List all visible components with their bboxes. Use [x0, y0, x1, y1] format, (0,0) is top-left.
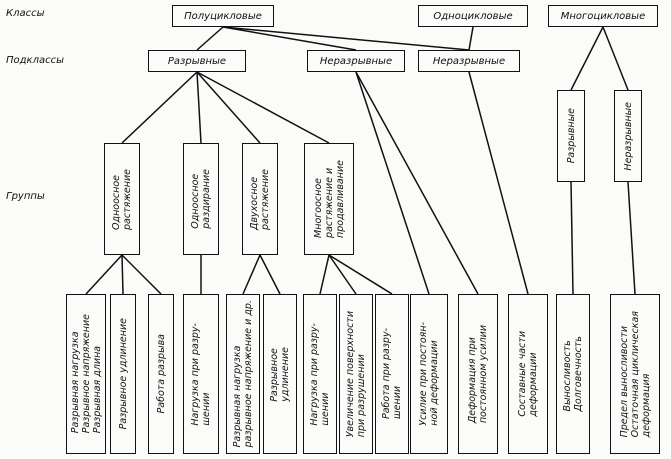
class-single-cyclic: Одноцикловые	[418, 5, 528, 27]
class-semi-cyclic: Полуцикловые	[172, 5, 274, 27]
connector-line	[222, 26, 470, 51]
row-label-classes: Классы	[6, 8, 45, 19]
indicator-force-constant-deformation: Усилие при постоян- ной деформации	[410, 294, 448, 454]
indicator-label: Разрывная нагрузка разрывное напряжение …	[232, 300, 254, 448]
indicator-endurance: Выносливость Долговечность	[556, 294, 590, 454]
group-biaxial-tension: Двухосное растяжение	[242, 143, 278, 255]
indicator-endurance-limit: Предел выносливости Остаточная циклическ…	[610, 294, 660, 454]
indicator-label: Работа разрыва	[155, 334, 167, 414]
class-label: Многоцикловые	[560, 10, 646, 22]
subclass-label: Разрывные	[167, 55, 227, 67]
indicator-label: Разрывное удлинение	[117, 318, 129, 430]
group-label: Одноосное раздирание	[190, 169, 212, 229]
subclass-label: Неразрывные	[622, 101, 634, 171]
connector-line	[85, 254, 123, 295]
subclass-multi-non-breaking: Неразрывные	[614, 90, 642, 182]
subclass-label: Неразрывные	[432, 55, 506, 67]
connector-line	[570, 181, 574, 295]
connector-line	[222, 26, 357, 51]
subclass-single-non-breaking: Неразрывные	[418, 50, 520, 72]
connector-line	[196, 71, 330, 144]
group-label: Двухосное растяжение	[249, 168, 271, 230]
indicator-tear-load: Нагрузка при разру- шении	[183, 294, 219, 454]
connector-line	[196, 26, 224, 51]
indicator-multiaxial-load: Нагрузка при разру- шении	[303, 294, 337, 454]
subclass-breaking: Разрывные	[148, 50, 246, 72]
group-multiaxial-tension: Многоосное растяжение и продавливание	[304, 143, 354, 255]
indicator-label: Предел выносливости Остаточная циклическ…	[618, 310, 652, 438]
indicator-label: Разрывное удлинение	[269, 346, 291, 402]
connector-line	[570, 26, 604, 91]
class-label: Полуцикловые	[184, 10, 262, 22]
row-label-subclasses: Подклассы	[6, 55, 65, 66]
subclass-label: Разрывные	[565, 108, 577, 164]
indicator-deformation-constant-force: Деформация при постоянном усилии	[458, 294, 498, 454]
class-label: Одноцикловые	[433, 10, 513, 22]
connector-line	[355, 71, 479, 295]
indicator-work-of-rupture: Работа разрыва	[148, 294, 174, 454]
connector-line	[196, 71, 202, 144]
connector-line	[242, 254, 261, 295]
connector-line	[627, 181, 636, 295]
indicator-label: Работа при разру- шении	[381, 328, 403, 420]
connector-line	[468, 26, 474, 51]
indicator-surface-increase: Увеличение поверхности при разрушении	[339, 294, 373, 454]
subclass-multi-breaking: Разрывные	[557, 90, 585, 182]
indicator-biaxial-elongation: Разрывное удлинение	[263, 294, 297, 454]
class-multi-cyclic: Многоцикловые	[548, 5, 658, 27]
row-label-groups: Группы	[6, 191, 45, 202]
connector-line	[328, 254, 357, 295]
connector-line	[319, 254, 330, 295]
connector-line	[121, 254, 124, 295]
indicator-breaking-load: Разрывная нагрузка Разрывное напряжение …	[66, 294, 106, 454]
subclass-label: Неразрывные	[319, 55, 393, 67]
subclass-non-breaking: Неразрывные	[307, 50, 405, 72]
indicator-label: Деформация при постоянном усилии	[467, 324, 489, 424]
indicator-label: Разрывная нагрузка Разрывное напряжение …	[69, 314, 103, 434]
indicator-label: Усилие при постоян- ной деформации	[418, 322, 440, 426]
indicator-label: Нагрузка при разру- шении	[190, 322, 212, 426]
indicator-label: Выносливость Долговечность	[562, 336, 584, 412]
connector-line	[196, 71, 261, 144]
indicator-label: Составные части деформации	[517, 331, 539, 417]
group-uniaxial-tearing: Одноосное раздирание	[183, 143, 219, 255]
indicator-multiaxial-work: Работа при разру- шении	[375, 294, 409, 454]
connector-line	[468, 71, 529, 295]
indicator-biaxial-load: Разрывная нагрузка разрывное напряжение …	[226, 294, 260, 454]
indicator-label: Нагрузка при разру- шении	[309, 322, 331, 426]
indicator-deformation-components: Составные части деформации	[508, 294, 548, 454]
indicator-label: Увеличение поверхности при разрушении	[345, 310, 367, 438]
connector-line	[121, 254, 162, 295]
connector-line	[328, 254, 393, 295]
connector-line	[355, 71, 430, 295]
group-label: Многоосное растяжение и продавливание	[312, 160, 346, 238]
group-uniaxial-tension: Одноосное растяжение	[104, 143, 140, 255]
connector-line	[602, 26, 629, 91]
connector-line	[121, 71, 198, 144]
group-label: Одноосное растяжение	[111, 168, 133, 230]
connector-line	[259, 254, 281, 295]
indicator-breaking-elongation: Разрывное удлинение	[110, 294, 136, 454]
